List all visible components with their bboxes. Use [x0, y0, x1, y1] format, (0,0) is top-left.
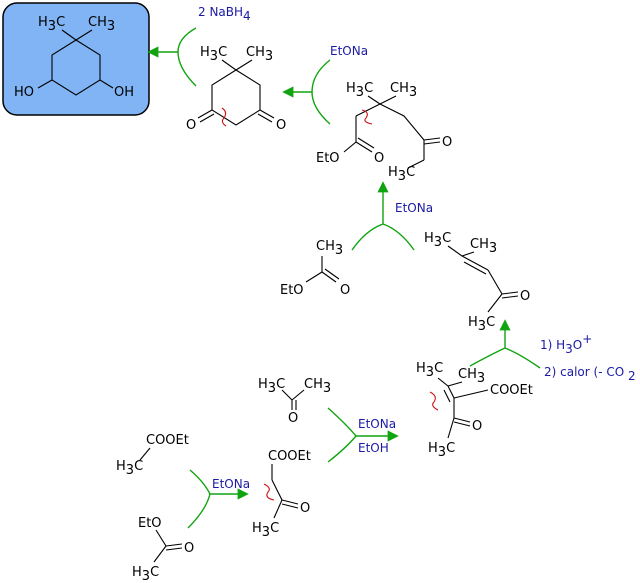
acetoacetate-disconnection-mark — [263, 483, 275, 501]
acetoacetate-molecule: COOEt O H3C — [252, 449, 311, 540]
ethyl-acetate-a-molecule: CH3 EtO O — [280, 239, 350, 298]
mesityl-oxide-methyl-right: CH3 — [470, 237, 497, 256]
diketone-molecule: H3C CH3 O O — [186, 45, 286, 133]
step6-reagent: EtONa — [212, 477, 250, 491]
product-methyl-left: H3C — [38, 15, 65, 34]
acetone-methyl-left: H3C — [258, 377, 285, 396]
step4-reagent-1: 1) H3O+ — [540, 332, 592, 356]
diketone-methyl-left: H3C — [200, 45, 227, 64]
acetone-molecule: H3C CH3 O — [258, 377, 331, 426]
ketoester-ketone-oxygen: O — [442, 135, 452, 150]
step1-arrow: 2 NaBH4 — [147, 5, 251, 87]
ethyl-acetate-c-methyl: H3C — [132, 565, 159, 583]
product-hydroxyl-left: HO — [14, 85, 34, 100]
alkylidene-methyl-right: CH3 — [458, 367, 485, 386]
step5-arrow: EtONa EtOH — [327, 407, 399, 463]
step2-arrow: EtONa — [282, 44, 368, 125]
alkylidene-methyl-ketone: H3C — [428, 441, 455, 460]
alkylidene-cooet: COOEt — [490, 383, 533, 398]
step4-arrow: 1) H3O+ 2) calor (- CO 2 ) — [469, 319, 640, 383]
step1-reagent: 2 NaBH4 — [198, 5, 251, 23]
ketoester-methyl-right: CH3 — [390, 81, 417, 100]
mesityl-oxide-methyl-ketone: H3C — [468, 315, 495, 334]
acetone-oxygen: O — [288, 411, 298, 426]
step4-reagent-2: 2) calor (- CO 2 ) — [544, 365, 640, 383]
alkylidene-disconnection-mark — [429, 391, 439, 411]
ketoester-disconnection-mark — [361, 109, 373, 125]
alkylidene-methyl-left: H3C — [416, 361, 443, 380]
diketone-oxygen-left: O — [186, 118, 196, 133]
ethyl-acetate-a-methyl: CH3 — [316, 239, 343, 258]
acetoacetate-methyl: H3C — [252, 521, 279, 540]
ketoester-ester-ethoxy: EtO — [316, 151, 340, 166]
ethyl-acetate-c-oxygen: O — [184, 541, 194, 556]
ethyl-acetate-a-ethoxy: EtO — [280, 283, 304, 298]
ethyl-acetate-b-molecule: COOEt H3C — [116, 433, 189, 478]
mesityl-oxide-methyl-left: H3C — [424, 231, 451, 250]
step3-arrow: EtONa — [351, 181, 433, 251]
step2-reagent: EtONa — [330, 44, 368, 58]
acetoacetate-cooet: COOEt — [268, 449, 311, 464]
step6-arrow: EtONa — [187, 469, 250, 529]
step3-reagent: EtONa — [395, 201, 433, 215]
mesityl-oxide-molecule: H3C CH3 O H3C — [424, 231, 530, 334]
diketone-methyl-right: CH3 — [246, 45, 273, 64]
ethyl-acetate-c-ethoxy: EtO — [138, 516, 162, 531]
step5-reagent-1: EtONa — [358, 417, 396, 431]
ketoester-ester-oxygen: O — [374, 151, 384, 166]
ethyl-acetate-b-methyl: H3C — [116, 459, 143, 478]
diketone-disconnection-mark — [221, 107, 227, 127]
ethyl-acetate-b-cooet: COOEt — [146, 433, 189, 448]
ketoester-methyl-left: H3C — [346, 81, 373, 100]
acetone-methyl-right: CH3 — [304, 377, 331, 396]
ethyl-acetate-c-molecule: EtO O H3C — [132, 516, 194, 583]
acetoacetate-oxygen: O — [300, 501, 310, 516]
ketoester-methyl-ketone: H3C — [388, 165, 415, 184]
mesityl-oxide-oxygen: O — [520, 289, 530, 304]
ethyl-acetate-a-oxygen: O — [340, 283, 350, 298]
step5-reagent-2: EtOH — [358, 441, 389, 455]
alkylidene-molecule: H3C CH3 COOEt O H3C — [416, 361, 533, 460]
product-methyl-right: CH3 — [88, 15, 115, 34]
diketone-oxygen-right: O — [276, 118, 286, 133]
alkylidene-oxygen: O — [472, 419, 482, 434]
product-hydroxyl-right: OH — [114, 85, 134, 100]
product-molecule: H3C CH3 HO OH — [2, 2, 150, 116]
ketoester-molecule: H3C CH3 EtO O O H3C — [316, 81, 452, 184]
